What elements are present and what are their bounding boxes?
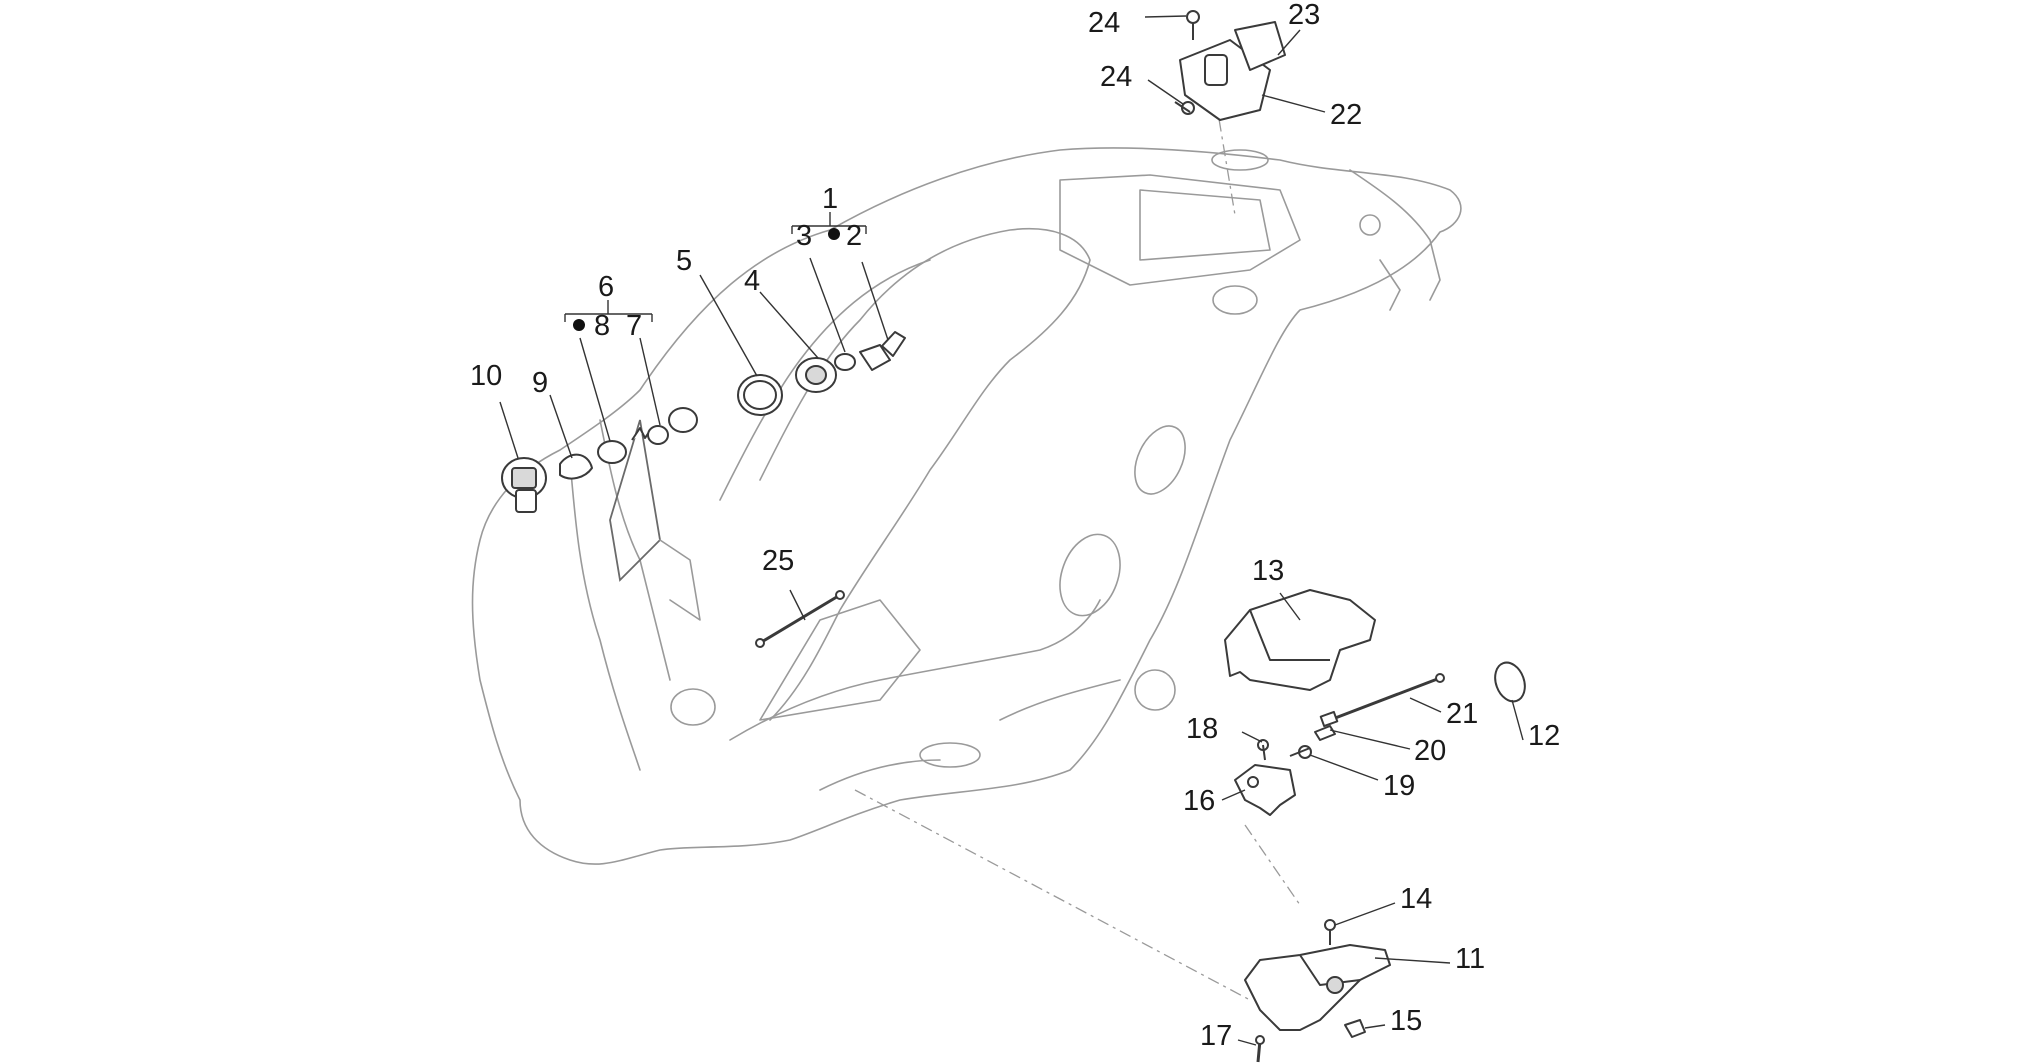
ignition-cover-part-9 bbox=[559, 453, 593, 480]
callout-6: 6 bbox=[598, 271, 614, 303]
callout-leader-lines bbox=[499, 15, 1524, 1046]
cable-part-21 bbox=[1319, 673, 1445, 728]
callout-23: 23 bbox=[1288, 0, 1320, 31]
callout-4: 4 bbox=[744, 265, 760, 297]
assembly-dash-lines bbox=[854, 94, 1301, 1001]
callout-25: 25 bbox=[762, 545, 794, 577]
callout-10: 10 bbox=[470, 360, 502, 392]
callout-3: 3 bbox=[796, 220, 812, 252]
ignition-barrel-part-8 bbox=[597, 440, 627, 464]
lock-ring-part-5 bbox=[737, 374, 783, 416]
lock-key-part-2 bbox=[859, 331, 906, 371]
callout-9: 9 bbox=[532, 367, 548, 399]
screw-part-24a bbox=[1186, 10, 1200, 40]
ignition-switch-part-10 bbox=[501, 457, 547, 513]
ignition-bushing-part bbox=[668, 407, 698, 433]
callout-18: 18 bbox=[1186, 713, 1218, 745]
kit-bracket-1 bbox=[791, 212, 867, 240]
screw-part-24b bbox=[1174, 101, 1195, 115]
callout-20: 20 bbox=[1414, 735, 1446, 767]
clip-part-15 bbox=[1344, 1019, 1366, 1038]
callout-2: 2 bbox=[846, 220, 862, 252]
bolt-part-17 bbox=[1255, 1035, 1265, 1063]
lock-cover-part-4 bbox=[795, 357, 837, 393]
callout-12: 12 bbox=[1528, 720, 1560, 752]
lock-housing-cover-part-13 bbox=[1224, 589, 1376, 691]
scooter-frame-body bbox=[471, 147, 1462, 865]
callout-7: 7 bbox=[626, 310, 642, 342]
callout-13: 13 bbox=[1252, 555, 1284, 587]
callout-11: 11 bbox=[1455, 943, 1485, 975]
kit-marker-dot-6 bbox=[573, 319, 585, 331]
callout-8: 8 bbox=[594, 310, 610, 342]
spring-part-20 bbox=[1314, 725, 1336, 741]
callout-5: 5 bbox=[676, 245, 692, 277]
ignition-spring-part-7 bbox=[631, 425, 669, 445]
callout-16: 16 bbox=[1183, 785, 1215, 817]
callout-1: 1 bbox=[822, 183, 838, 215]
bracket-part-11 bbox=[1244, 944, 1391, 1031]
screw-part-14 bbox=[1324, 919, 1336, 945]
callout-22: 22 bbox=[1330, 99, 1362, 131]
ring-part-12 bbox=[1494, 661, 1526, 703]
lock-barrel-part-3 bbox=[834, 353, 856, 371]
pin-part-19 bbox=[1289, 745, 1312, 759]
callout-24a: 24 bbox=[1088, 7, 1120, 39]
rod-part-25 bbox=[755, 590, 845, 648]
screw-part-18 bbox=[1257, 739, 1269, 761]
callout-24b: 24 bbox=[1100, 61, 1132, 93]
callout-17: 17 bbox=[1200, 1020, 1232, 1052]
latch-part-16 bbox=[1234, 764, 1296, 816]
callout-14: 14 bbox=[1400, 883, 1432, 915]
callout-21: 21 bbox=[1446, 698, 1478, 730]
callout-19: 19 bbox=[1383, 770, 1415, 802]
callout-15: 15 bbox=[1390, 1005, 1422, 1037]
seat-hinge-part bbox=[1179, 21, 1286, 121]
callout-labels: 1 2 3 4 5 6 7 8 9 10 11 12 13 14 15 16 1… bbox=[470, 0, 1560, 1052]
kit-bracket-6 bbox=[564, 300, 653, 331]
kit-marker-dot-1 bbox=[828, 228, 840, 240]
